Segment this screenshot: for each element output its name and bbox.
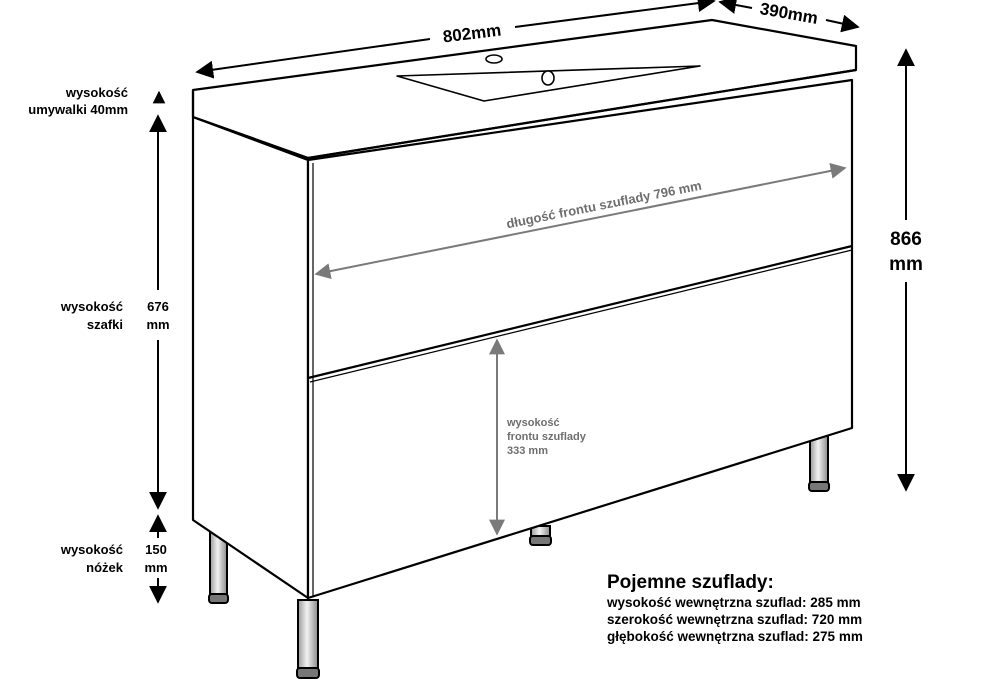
cabinet-front-panel (306, 78, 854, 600)
depth-dim-line-left (718, 0, 753, 14)
width-label: 802mm (442, 20, 502, 46)
sink-height-label-line2: umywalki 40mm (28, 102, 128, 117)
cabinet-height-label-line2: szafki (87, 317, 123, 332)
total-height-value: 866 (890, 229, 922, 250)
drawer-length-dim-line (314, 162, 847, 280)
legs-height-value: 150 (145, 542, 167, 557)
depth-label: 390mm (758, 0, 819, 28)
drawer-front-height-line3: 333 mm (507, 445, 548, 457)
drawers-info-line-height: wysokość wewnętrzna szuflad: 285 mm (606, 595, 861, 610)
total-height-unit: mm (889, 254, 923, 275)
legs-height-label-line1: wysokość (60, 542, 123, 557)
cabinet-side-panel (191, 115, 310, 600)
width-dim-line-right (514, 0, 716, 28)
cabinet-height-label-line1: wysokość (60, 299, 123, 314)
legs-height-label-line2: nóżek (86, 560, 124, 575)
drawers-info-line-width: szerokość wewnętrzna szuflad: 720 mm (607, 612, 862, 627)
dimension-lines (149, 0, 915, 604)
leg-front-right-foot (208, 593, 229, 604)
cabinet-height-unit: mm (146, 317, 169, 332)
leg-front-center (297, 599, 319, 673)
leg-front-center-foot (296, 667, 320, 679)
depth-dim-line-right (825, 14, 860, 33)
sink-top-front-edge (191, 68, 857, 160)
leg-back-middle-foot (529, 535, 552, 546)
sink-top (191, 18, 858, 160)
leg-back-right-foot (808, 481, 830, 492)
drawer-dimension-lines (314, 162, 847, 536)
width-dim-line-left (195, 38, 431, 79)
drawer-front-height-line1: wysokość (506, 417, 560, 429)
sink-height-label-line1: wysokość (65, 85, 128, 100)
drawers-info-title: Pojemne szuflady: (607, 572, 774, 593)
cabinet-height-value: 676 (147, 299, 169, 314)
cabinet-legs (208, 431, 830, 679)
drain-hole (541, 70, 555, 86)
drawers-info-line-depth: głębokość wewnętrzna szuflad: 275 mm (607, 629, 863, 644)
cabinet-body (191, 78, 854, 600)
tap-hole (485, 54, 503, 64)
legs-height-unit: mm (144, 560, 167, 575)
drawer-front-height-line2: frontu szuflady (507, 431, 587, 443)
